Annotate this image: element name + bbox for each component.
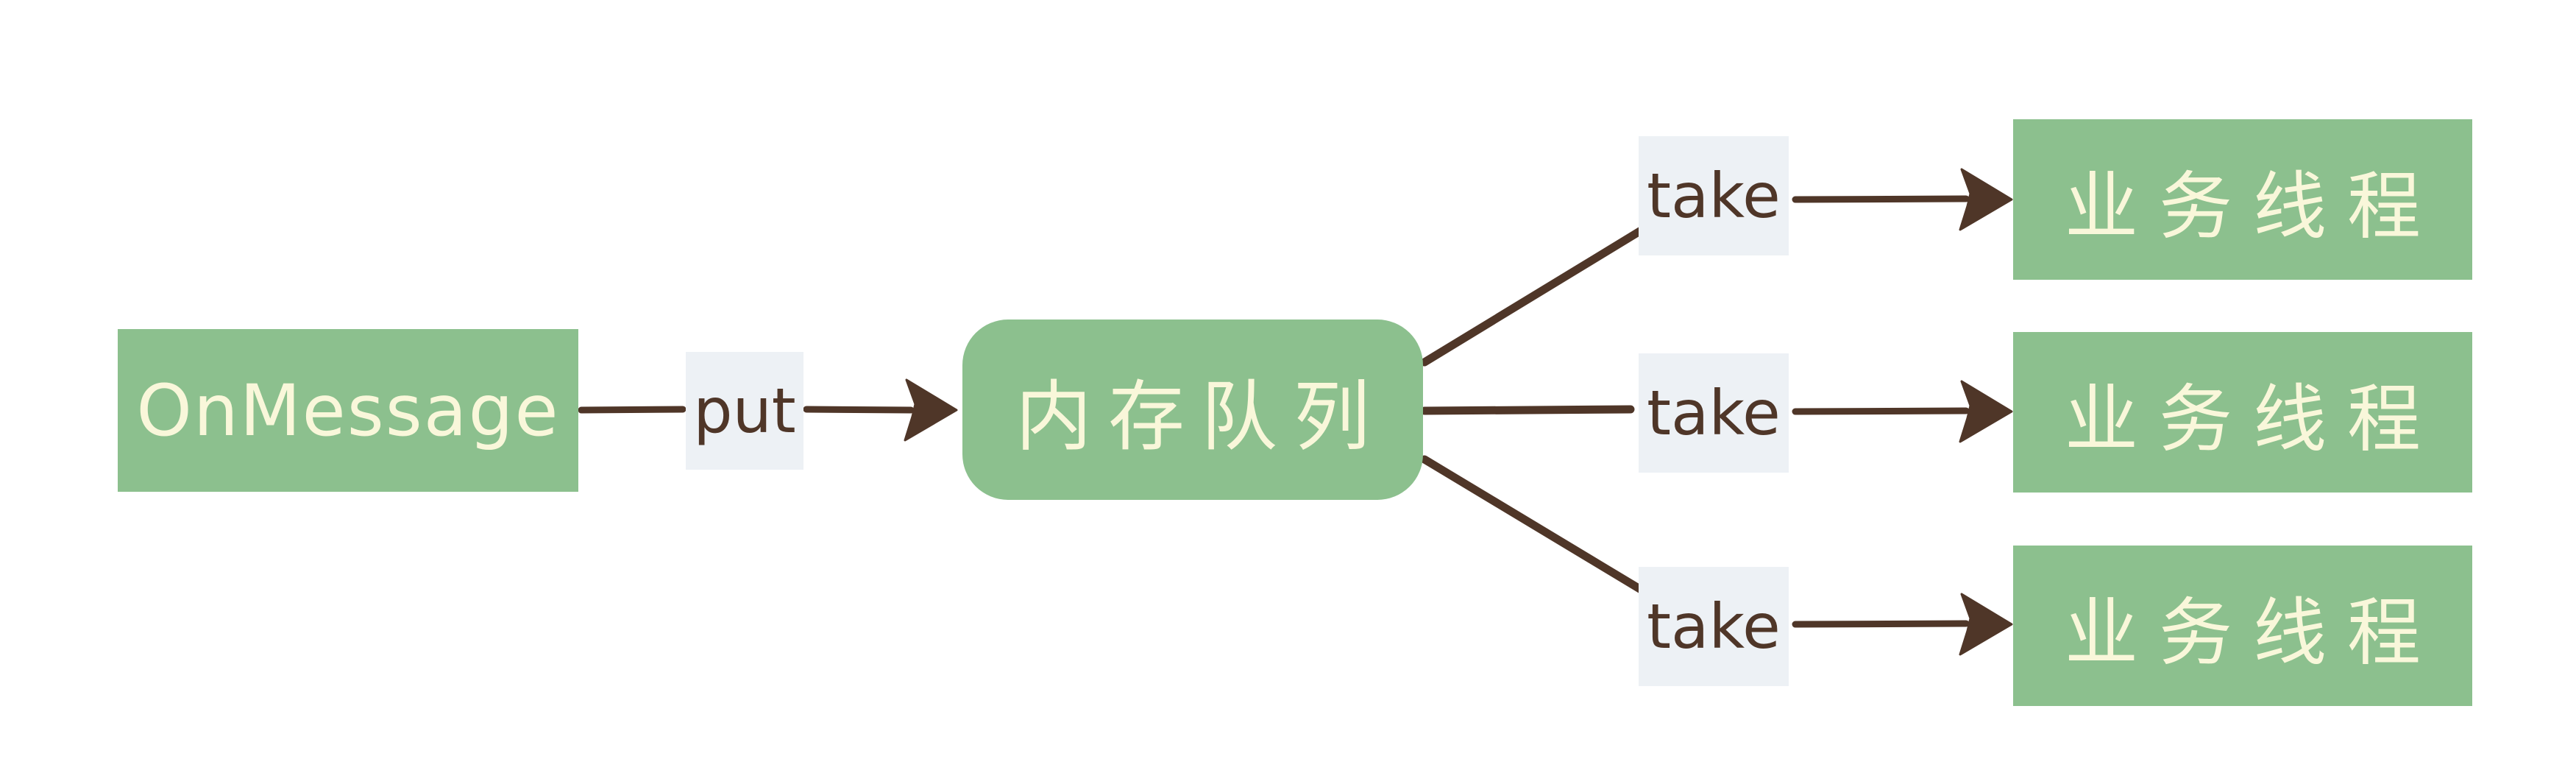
edge-producer-to-put [578,406,686,414]
worker3-label: 业务线程 [2065,589,2441,676]
put-label-text: put [693,375,796,447]
edge-put-to-queue [803,406,915,414]
worker2-label: 业务线程 [2065,375,2441,462]
edge-take2-to-worker2 [1792,407,1970,415]
node-producer-onmessage: OnMessage [118,329,578,492]
edge-queue-to-take-3 [1420,455,1647,595]
edge-label-take-1: take [1639,136,1789,255]
worker1-label: 业务线程 [2065,163,2441,250]
edge-take1-to-worker1 [1792,195,1970,203]
edge-queue-to-take-1 [1420,225,1647,367]
edge-label-take-3: take [1639,567,1789,686]
node-memory-queue: 内存队列 [962,320,1423,500]
arrowhead-into-worker3 [1959,593,2013,656]
arrowhead-into-worker2 [1959,380,2013,443]
arrowhead-into-queue [904,378,958,442]
node-producer-label: OnMessage [136,369,560,452]
node-memory-queue-label: 内存队列 [1015,372,1386,462]
edge-label-put: put [686,352,803,470]
node-worker-thread-3: 业务线程 [2013,546,2472,706]
edge-label-take-2: take [1639,353,1789,473]
node-worker-thread-2: 业务线程 [2013,332,2472,493]
take3-label-text: take [1647,590,1781,663]
take1-label-text: take [1647,160,1781,232]
take2-label-text: take [1647,377,1781,449]
node-worker-thread-1: 业务线程 [2013,119,2472,280]
arrowhead-into-worker1 [1959,168,2013,231]
edge-queue-to-take-2 [1420,405,1635,415]
